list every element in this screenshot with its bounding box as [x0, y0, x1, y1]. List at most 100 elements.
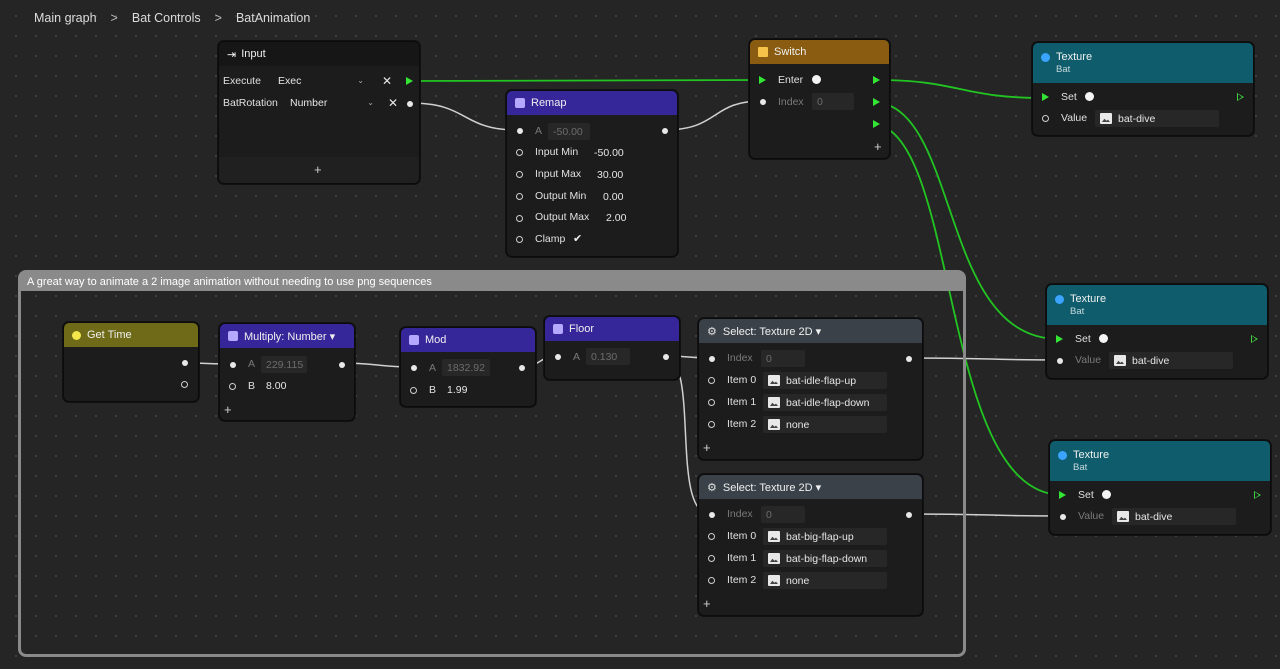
- mod-a-input-port[interactable]: [411, 365, 417, 371]
- get-time-secondary-output-port[interactable]: [181, 381, 188, 388]
- remap-input-max-port[interactable]: [516, 171, 523, 178]
- texture-node-1[interactable]: Texture Bat Set Value bat-dive: [1032, 42, 1254, 136]
- select-index-input-port[interactable]: [709, 356, 715, 362]
- texture-set-input-port[interactable]: [1042, 93, 1049, 101]
- remap-input-max-field[interactable]: 30.00: [597, 168, 624, 181]
- select-texture-node-1[interactable]: ⚙ Select: Texture 2D ▾ Index 0 Item 0 ba…: [698, 318, 923, 460]
- select-index-input-port[interactable]: [709, 512, 715, 518]
- select-item-0-port[interactable]: [708, 377, 715, 384]
- select-texture-node-2[interactable]: ⚙ Select: Texture 2D ▾ Index 0 Item 0 ba…: [698, 474, 923, 616]
- remap-output-max-port[interactable]: [516, 215, 523, 222]
- remap-a-input-port[interactable]: [517, 128, 523, 134]
- mod-node[interactable]: Mod A 1832.92 B 1.99: [400, 327, 536, 407]
- floor-output-port[interactable]: [663, 354, 669, 360]
- clamp-checkbox[interactable]: ✔: [573, 233, 583, 245]
- input-node[interactable]: ⇥ Input Execute Exec ⌄ ✕ BatRotation Num…: [218, 41, 420, 184]
- select-item-0-field[interactable]: bat-idle-flap-up: [763, 372, 887, 389]
- breadcrumb-main-graph[interactable]: Main graph: [34, 11, 97, 25]
- select-node-title[interactable]: Select: Texture 2D ▾: [722, 325, 822, 338]
- remove-batrotation-button[interactable]: ✕: [388, 96, 399, 110]
- multiply-a-field[interactable]: 229.115: [261, 356, 307, 373]
- add-select-item-button[interactable]: +: [703, 440, 711, 455]
- switch-enter-input-port[interactable]: [759, 76, 766, 84]
- select-index-field[interactable]: 0: [761, 506, 805, 523]
- select-node-header[interactable]: ⚙ Select: Texture 2D ▾: [699, 319, 922, 343]
- add-input-button[interactable]: +: [314, 162, 322, 177]
- mod-node-header[interactable]: Mod: [401, 328, 535, 352]
- switch-output-port-0[interactable]: [873, 76, 880, 84]
- get-time-output-port[interactable]: [182, 360, 188, 366]
- comment-frame[interactable]: A great way to animate a 2 image animati…: [18, 270, 966, 657]
- texture-value-field[interactable]: bat-dive: [1109, 352, 1233, 369]
- get-time-node-header[interactable]: Get Time: [64, 323, 198, 347]
- select-item-1-field[interactable]: bat-idle-flap-down: [763, 394, 887, 411]
- texture-set-input-port[interactable]: [1059, 491, 1066, 499]
- mod-a-field[interactable]: 1832.92: [442, 359, 490, 376]
- select-output-port[interactable]: [906, 512, 912, 518]
- select-item-0-port[interactable]: [708, 533, 715, 540]
- add-multiply-input-button[interactable]: +: [224, 402, 232, 417]
- select-item-2-port[interactable]: [708, 421, 715, 428]
- mod-b-input-port[interactable]: [410, 387, 417, 394]
- multiply-node-header[interactable]: Multiply: Number ▾: [220, 324, 354, 348]
- mod-b-field[interactable]: 1.99: [447, 383, 468, 396]
- batrotation-output-port[interactable]: [407, 101, 413, 107]
- add-select-item-button[interactable]: +: [703, 596, 711, 611]
- texture-node-2-header[interactable]: Texture Bat: [1047, 285, 1267, 325]
- switch-index-field[interactable]: 0: [812, 93, 854, 110]
- multiply-b-input-port[interactable]: [229, 383, 236, 390]
- select-item-2-field[interactable]: none: [763, 572, 887, 589]
- select-item-0-field[interactable]: bat-big-flap-up: [763, 528, 887, 545]
- remap-clamp-port[interactable]: [516, 236, 523, 243]
- remap-output-max-field[interactable]: 2.00: [606, 211, 627, 224]
- select-node-title[interactable]: Select: Texture 2D ▾: [722, 481, 822, 494]
- select-item-1-port[interactable]: [708, 399, 715, 406]
- texture-set-output-port[interactable]: [1251, 335, 1258, 343]
- select-item-2-field[interactable]: none: [763, 416, 887, 433]
- texture-set-output-port[interactable]: [1254, 491, 1261, 499]
- multiply-node[interactable]: Multiply: Number ▾ A 229.115 B 8.00 +: [219, 323, 355, 421]
- remap-input-min-port[interactable]: [516, 149, 523, 156]
- breadcrumb-bat-animation[interactable]: BatAnimation: [235, 11, 311, 25]
- remap-output-min-port[interactable]: [516, 193, 523, 200]
- texture-value-field[interactable]: bat-dive: [1112, 508, 1236, 525]
- select-item-2-port[interactable]: [708, 577, 715, 584]
- input-node-header[interactable]: ⇥ Input: [219, 42, 419, 66]
- remap-node-header[interactable]: Remap: [507, 91, 677, 115]
- remap-a-field[interactable]: -50.00: [548, 123, 590, 140]
- texture-node-3-header[interactable]: Texture Bat: [1050, 441, 1270, 481]
- get-time-node[interactable]: Get Time: [63, 322, 199, 402]
- select-item-1-port[interactable]: [708, 555, 715, 562]
- texture-value-input-port[interactable]: [1060, 514, 1066, 520]
- select-node-header[interactable]: ⚙ Select: Texture 2D ▾: [699, 475, 922, 499]
- texture-value-input-port[interactable]: [1042, 115, 1049, 122]
- texture-value-input-port[interactable]: [1057, 358, 1063, 364]
- multiply-b-field[interactable]: 8.00: [266, 379, 287, 392]
- remap-input-min-field[interactable]: -50.00: [594, 146, 624, 159]
- execute-type-select[interactable]: Exec ⌄: [273, 72, 369, 89]
- switch-output-port-1[interactable]: [873, 98, 880, 106]
- texture-node-2[interactable]: Texture Bat Set Value bat-dive: [1046, 284, 1268, 379]
- multiply-node-title[interactable]: Multiply: Number ▾: [244, 330, 336, 343]
- execute-output-port[interactable]: [406, 77, 413, 85]
- floor-node[interactable]: Floor A 0.130: [544, 316, 680, 380]
- mod-output-port[interactable]: [519, 365, 525, 371]
- select-index-field[interactable]: 0: [761, 350, 805, 367]
- texture-set-output-port[interactable]: [1237, 93, 1244, 101]
- remap-node[interactable]: Remap A -50.00 Input Min -50.00 Input Ma…: [506, 90, 678, 257]
- multiply-a-input-port[interactable]: [230, 362, 236, 368]
- switch-node[interactable]: Switch Enter Index 0 +: [749, 39, 890, 159]
- batrotation-type-select[interactable]: Number ⌄: [285, 94, 379, 111]
- remap-output-min-field[interactable]: 0.00: [603, 190, 624, 203]
- remap-output-port[interactable]: [662, 128, 668, 134]
- multiply-output-port[interactable]: [339, 362, 345, 368]
- switch-index-input-port[interactable]: [760, 99, 766, 105]
- floor-a-input-port[interactable]: [555, 354, 561, 360]
- texture-set-input-port[interactable]: [1056, 335, 1063, 343]
- select-item-1-field[interactable]: bat-big-flap-down: [763, 550, 887, 567]
- breadcrumb-bat-controls[interactable]: Bat Controls: [131, 11, 201, 25]
- floor-a-field[interactable]: 0.130: [586, 348, 630, 365]
- texture-value-field[interactable]: bat-dive: [1095, 110, 1219, 127]
- texture-node-1-header[interactable]: Texture Bat: [1033, 43, 1253, 83]
- floor-node-header[interactable]: Floor: [545, 317, 679, 341]
